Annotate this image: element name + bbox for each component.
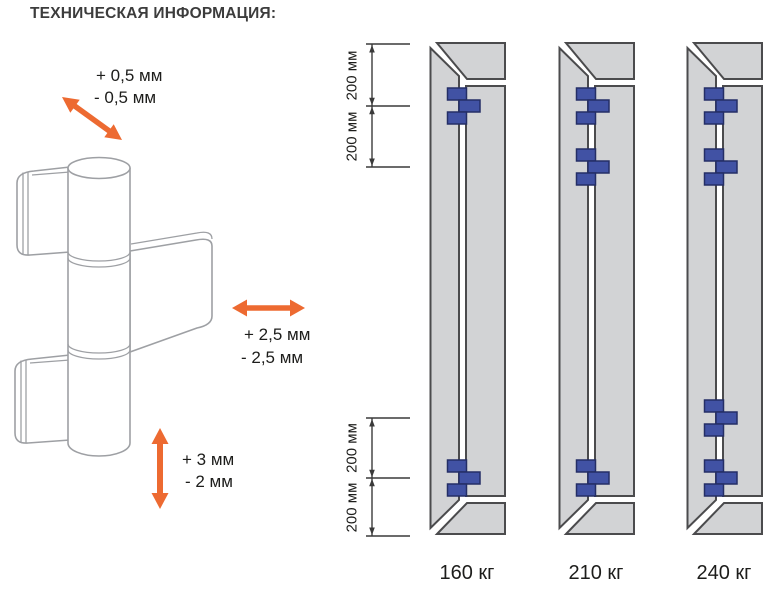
lateral-plus-label: + 0,5 мм [96,66,163,85]
hinge-icon [575,87,610,125]
door-leaf [722,85,763,497]
hinge-illustration [14,97,305,509]
hinge-knuckle-body [67,167,131,457]
dimension-label: 200 мм [343,423,360,473]
horizontal-adjustment-arrow-icon [232,299,305,317]
door-weight-label: 210 кг [568,562,624,584]
hinge-top-wing [16,166,71,256]
frame-sill [563,502,635,535]
hinge-icon [703,148,738,186]
frame-sill [691,502,763,535]
dimension-group-top: 200 мм 200 мм [343,43,410,168]
vertical-minus-label: - 2 мм [185,472,233,491]
diagonal-adjustment-arrow-icon [62,97,122,140]
door-diagram-240kg [686,42,763,535]
frame-jamb [429,45,460,531]
frame-sill [434,502,506,535]
page-title: ТЕХНИЧЕСКАЯ ИНФОРМАЦИЯ: [30,5,277,22]
door-leaf [465,85,506,497]
vertical-adjustment-arrow-icon [151,428,169,509]
hinge-icon [703,459,738,497]
dimension-group-bottom: 200 мм 200 мм [343,417,410,537]
vertical-plus-label: + 3 мм [182,450,235,469]
horizontal-minus-label: - 2,5 мм [241,348,304,367]
hinge-icon [575,459,610,497]
dimension-label: 200 мм [343,112,360,162]
frame-head [563,42,635,80]
hinge-middle-wing [129,238,213,353]
hinge-icon [703,399,738,437]
frame-head [691,42,763,80]
horizontal-plus-label: + 2,5 мм [244,325,311,344]
door-weight-label: 240 кг [696,562,752,584]
hinge-sketch [14,156,213,457]
door-weight-label: 160 кг [439,562,495,584]
door-diagrams: 200 мм 200 мм 200 мм 200 мм [343,42,763,537]
hinge-icon [703,87,738,125]
dimension-label: 200 мм [343,483,360,533]
dimension-label: 200 мм [343,51,360,101]
lateral-minus-label: - 0,5 мм [94,88,157,107]
hinge-knuckle-cap [67,156,131,180]
frame-jamb [558,45,589,531]
door-leaf [594,85,635,497]
hinge-icon [446,87,481,125]
frame-head [434,42,506,80]
door-diagram-210kg [558,42,635,535]
hinge-bottom-wing [14,354,71,444]
hinge-icon [446,459,481,497]
hinge-icon [575,148,610,186]
door-diagram-160kg [429,42,506,535]
